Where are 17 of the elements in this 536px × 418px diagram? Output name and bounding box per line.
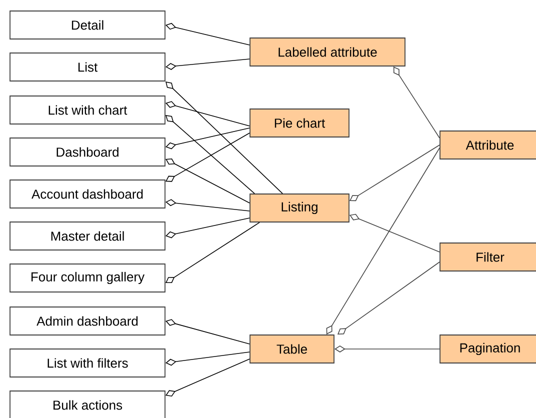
component-box: List with chart — [10, 96, 166, 124]
part-box: Table — [250, 334, 334, 364]
component-box: Bulk actions — [10, 390, 166, 418]
component-box: Detail — [10, 10, 166, 40]
component-box: Master detail — [10, 222, 166, 250]
component-box: List with filters — [10, 348, 166, 378]
component-box: List — [10, 52, 166, 82]
component-box: Admin dashboard — [10, 306, 166, 336]
part-box: Listing — [250, 194, 350, 222]
part-box: Labelled attribute — [250, 38, 406, 66]
component-box: Four column gallery — [10, 264, 166, 292]
part-box: Filter — [440, 242, 536, 272]
part-box: Attribute — [440, 130, 536, 160]
component-box: Account dashboard — [10, 180, 166, 208]
part-box: Pie chart — [250, 108, 350, 138]
part-box: Pagination — [440, 334, 536, 364]
component-box: Dashboard — [10, 138, 166, 166]
